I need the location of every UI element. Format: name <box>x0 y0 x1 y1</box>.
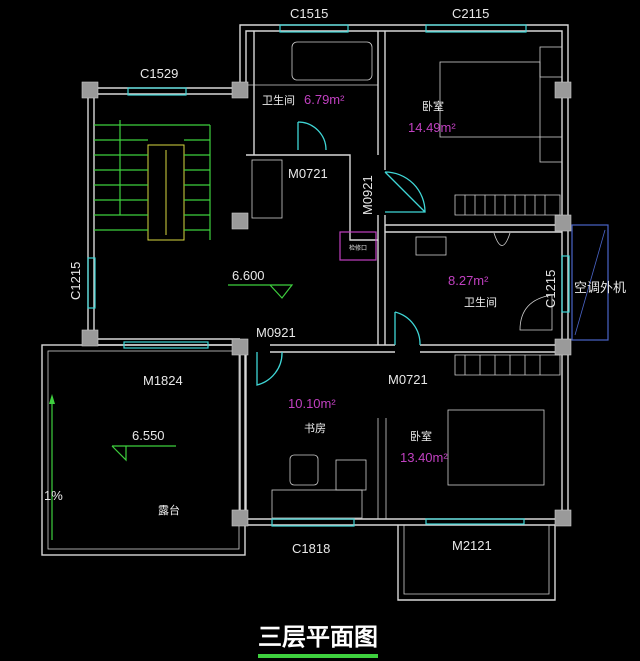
room-name-bedroom-2: 卧室 <box>410 429 432 443</box>
door-label-m0921-vertical: M0921 <box>360 175 375 215</box>
hatch-label: 检修口 <box>349 244 367 252</box>
room-area-bathroom-2: 8.27m² <box>448 273 489 288</box>
elevation-terrace: 6.550 <box>132 428 165 443</box>
furniture: 检修口 <box>251 41 563 519</box>
window-label-c1215-right: C1215 <box>543 270 558 308</box>
door-label-m1824: M1824 <box>143 373 183 388</box>
bed-icon-2 <box>447 409 545 486</box>
window-label-c1515: C1515 <box>290 6 328 21</box>
room-name-bedroom-1: 卧室 <box>422 99 444 113</box>
desk-icon <box>271 489 363 519</box>
inspection-hatch <box>339 231 377 261</box>
ac-unit-label: 空调外机 <box>574 280 626 295</box>
toilet-icon <box>493 232 511 246</box>
room-name-bathroom-1: 卫生间 <box>262 93 295 107</box>
slope-label: 1% <box>44 488 63 503</box>
chair-icon <box>289 454 319 486</box>
door-label-m0921-hall: M0921 <box>256 325 296 340</box>
doors <box>256 121 426 386</box>
door-label-m2121: M2121 <box>452 538 492 553</box>
room-area-bedroom-2: 13.40m² <box>400 450 448 465</box>
window-label-c1529: C1529 <box>140 66 178 81</box>
door-label-m0721-bottom: M0721 <box>388 372 428 387</box>
room-name-terrace: 露台 <box>158 503 180 517</box>
ac-unit-box <box>571 224 609 341</box>
bed-icon <box>439 61 541 138</box>
room-name-bathroom-2: 卫生间 <box>464 295 497 309</box>
door-label-m0721-top: M0721 <box>288 166 328 181</box>
window-label-c1215-left: C1215 <box>68 262 83 300</box>
bathtub-icon <box>291 41 373 81</box>
room-area-bedroom-1: 14.49m² <box>408 120 456 135</box>
elevation-hall: 6.600 <box>232 268 265 283</box>
room-area-bathroom-1: 6.79m² <box>304 92 345 107</box>
columns <box>81 81 572 527</box>
stairs <box>94 120 211 241</box>
room-name-study: 书房 <box>304 422 326 435</box>
window-label-c2115: C2115 <box>452 6 489 21</box>
walls <box>41 24 609 601</box>
elevation-marker-terrace: 6.550 <box>111 428 176 462</box>
vanity-icon <box>251 159 283 219</box>
elevation-marker-hall: 6.600 <box>228 268 294 299</box>
title-underline <box>258 654 378 658</box>
slope-arrow: 1% <box>44 394 63 540</box>
window-label-c1818: C1818 <box>292 541 330 556</box>
shower-icon <box>519 294 553 331</box>
plan-title: 三层平面图 <box>258 623 378 651</box>
windows <box>87 24 570 527</box>
room-area-study: 10.10m² <box>288 396 336 411</box>
